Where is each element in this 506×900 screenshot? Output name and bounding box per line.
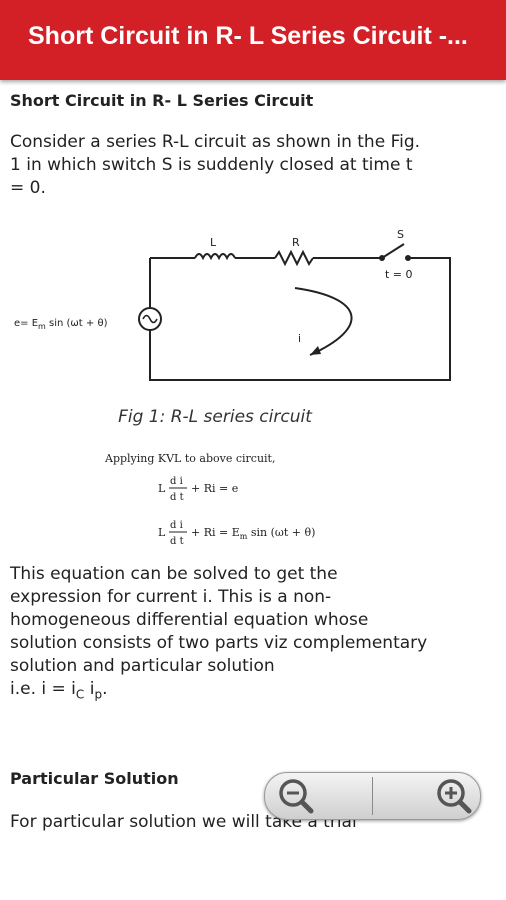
zoom-in-button[interactable] (373, 773, 480, 819)
equations-lead: Applying KVL to above circuit, (104, 452, 275, 465)
label-t0: t = 0 (385, 268, 413, 281)
zoom-out-button[interactable] (265, 773, 372, 819)
eq1-den: d t (170, 492, 184, 503)
eq2-den: d t (170, 536, 184, 547)
ie-end: . (102, 679, 108, 699)
ie-sub-p: p (94, 687, 103, 702)
app-bar: Short Circuit in R- L Series Circuit -..… (0, 0, 506, 80)
article-heading: Short Circuit in R- L Series Circuit (10, 91, 314, 110)
eq2-num: d i (170, 520, 183, 531)
ie-mid: i (84, 679, 95, 699)
zoom-divider (372, 777, 373, 815)
body-paragraph: This equation can be solved to get the e… (10, 563, 430, 706)
zoom-controls (264, 772, 481, 820)
particular-solution-heading: Particular Solution (10, 769, 179, 788)
ie-sub-c: C (75, 687, 85, 702)
label-current: i (298, 332, 301, 345)
zoom-in-icon (437, 779, 472, 814)
zoom-out-icon (279, 779, 314, 814)
particular-solution-text: For particular solution we will take a t… (10, 812, 357, 832)
eq2-rest: + Ri = Em sin (ωt + θ) (191, 526, 315, 541)
eq1-num: d i (170, 476, 183, 487)
body-text: This equation can be solved to get the e… (10, 564, 428, 676)
circuit-diagram: L R S t = 0 i e= Em sin (ωt + θ) (14, 228, 451, 381)
label-switch: S (397, 228, 404, 241)
label-inductor: L (210, 236, 217, 249)
app-bar-title: Short Circuit in R- L Series Circuit -..… (28, 22, 468, 50)
label-resistor: R (292, 236, 300, 249)
eq1-rest: + Ri = e (191, 482, 238, 495)
eq1-left: L (158, 482, 166, 495)
label-source: e= Em sin (ωt + θ) (14, 318, 108, 331)
ie-prefix: i.e. i = i (10, 679, 76, 699)
intro-paragraph: Consider a series R-L circuit as shown i… (10, 132, 421, 198)
equations-image: Applying KVL to above circuit, L d i d t… (104, 452, 315, 547)
eq2-left: L (158, 526, 166, 539)
article-content[interactable]: Short Circuit in R- L Series Circuit Con… (0, 80, 506, 900)
figure-caption: Fig 1: R-L series circuit (118, 407, 312, 427)
